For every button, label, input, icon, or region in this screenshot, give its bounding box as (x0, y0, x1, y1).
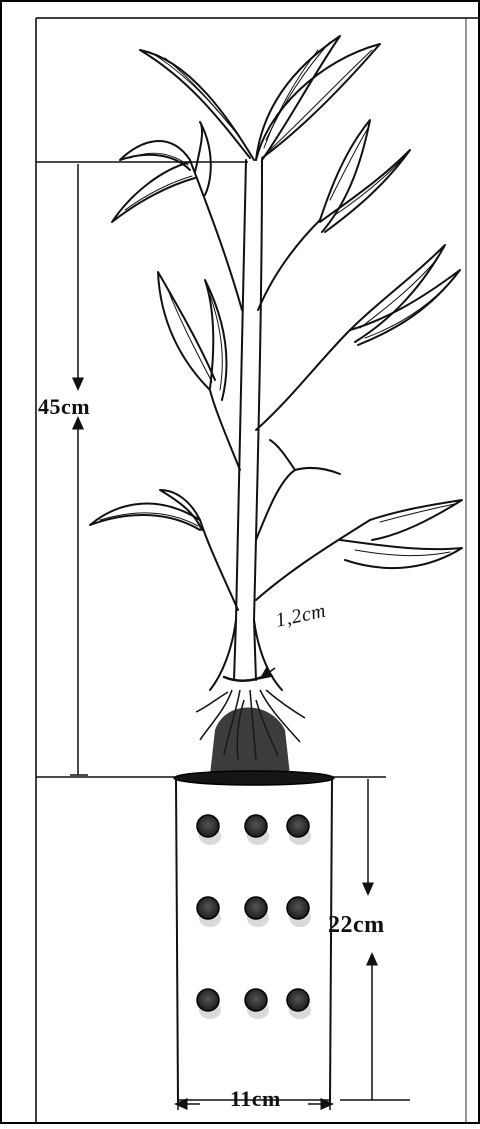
upper-left-leaves (112, 122, 242, 310)
pot-holes (197, 815, 311, 1019)
dimension-lines (36, 162, 410, 1110)
pot-hole (287, 897, 309, 919)
pot-width-label: 11cm (230, 1086, 281, 1112)
top-leaves (140, 36, 380, 160)
pot-hole (197, 815, 219, 837)
pot-hole (245, 989, 267, 1011)
lower-left-leaves (90, 490, 238, 610)
middle-right-leaves (256, 245, 460, 430)
pot-soil-top (174, 771, 334, 785)
upper-right-leaves (258, 120, 410, 310)
main-stem (234, 160, 246, 680)
pot-hole (197, 989, 219, 1011)
pot-hole (287, 815, 309, 837)
plant-height-label: 45cm (38, 394, 90, 420)
pot-hole (197, 897, 219, 919)
pot-hole (245, 815, 267, 837)
pot-hole (245, 897, 267, 919)
pot-hole (287, 989, 309, 1011)
middle-left-leaves (158, 272, 240, 470)
pot-height-label: 22cm (328, 912, 385, 939)
small-sprout (256, 440, 340, 540)
lower-right-leaves (256, 500, 462, 600)
plant (90, 36, 462, 690)
